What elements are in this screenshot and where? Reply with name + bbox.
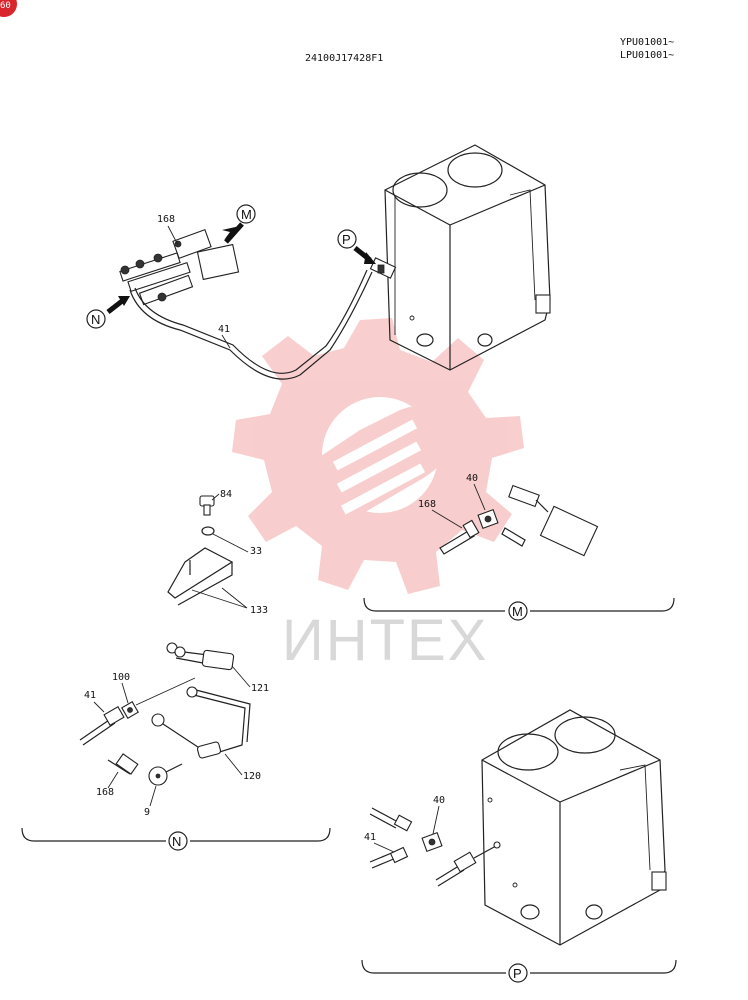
section-m-divider: M	[363, 597, 675, 621]
section-n-parts	[79, 642, 251, 786]
m-label-84: 84	[220, 489, 232, 500]
watermark-text: ИНТЕХ	[282, 608, 488, 673]
watermark-gear-logo	[232, 318, 524, 594]
n-label-168: 168	[96, 787, 114, 798]
callout-main-m: M	[222, 204, 256, 244]
m-label-133: 133	[250, 605, 268, 616]
svg-text:M: M	[512, 604, 523, 619]
section-n-divider: N	[21, 827, 331, 851]
svg-text:P: P	[342, 232, 351, 247]
section-p-box	[481, 709, 667, 946]
p-label-40: 40	[433, 795, 445, 806]
m-label-40: 40	[466, 473, 478, 484]
serial-range-1: YPU01001~	[620, 37, 674, 48]
svg-text:N: N	[91, 312, 100, 327]
callout-main-p: P	[337, 229, 376, 264]
svg-text:M: M	[241, 207, 252, 222]
n-label-100: 100	[112, 672, 130, 683]
n-label-121: 121	[251, 683, 269, 694]
main-p-fitting	[369, 257, 397, 279]
section-p-divider: P	[361, 959, 677, 983]
serial-range-2: LPU01001~	[620, 50, 674, 61]
svg-text:P: P	[513, 966, 522, 981]
n-label-41: 41	[84, 690, 96, 701]
section-p-parts	[369, 807, 501, 887]
n-label-120: 120	[243, 771, 261, 782]
main-label-41: 41	[218, 324, 230, 335]
n-label-9: 9	[144, 807, 150, 818]
m-label-33: 33	[250, 546, 262, 557]
control-box-main	[384, 144, 551, 371]
main-label-168: 168	[157, 214, 175, 225]
page-badge	[0, 0, 17, 17]
section-m-parts	[167, 484, 599, 606]
drawing-number: 24100J17428F1	[305, 53, 383, 64]
page-badge-number: 60	[0, 1, 11, 11]
callout-main-n: N	[86, 296, 130, 329]
m-label-168: 168	[418, 499, 436, 510]
svg-text:N: N	[172, 834, 181, 849]
p-label-41: 41	[364, 832, 376, 843]
main-left-assembly	[119, 229, 373, 380]
